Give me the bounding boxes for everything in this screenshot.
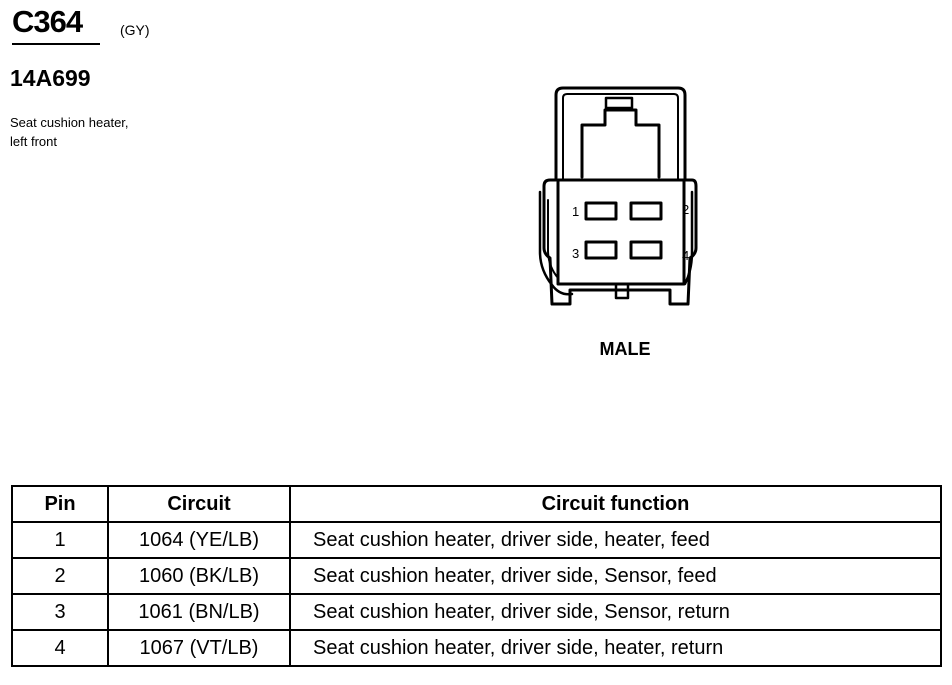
pin-label-1: 1 — [572, 204, 579, 219]
right-bracket — [683, 190, 694, 286]
pin-cavity-3 — [584, 240, 618, 260]
part-number: 14A699 — [10, 65, 91, 91]
cell-function: Seat cushion heater, driver side, Sensor… — [289, 593, 942, 631]
connector-id: C364 — [12, 4, 83, 39]
cell-pin: 2 — [11, 557, 109, 595]
connector-color: (GY) — [120, 22, 150, 38]
connector-face — [556, 178, 686, 286]
left-bracket-inner — [547, 199, 559, 279]
pin-cavity-1 — [584, 201, 618, 221]
locking-latch — [580, 108, 661, 179]
pin-label-3: 3 — [572, 246, 579, 261]
header-pin: Pin — [11, 485, 109, 523]
cell-pin: 1 — [11, 521, 109, 559]
left-bracket — [538, 190, 574, 296]
cell-function: Seat cushion heater, driver side, Sensor… — [289, 557, 942, 595]
table-row: 3 1061 (BN/LB) Seat cushion heater, driv… — [11, 593, 942, 631]
description-line-1: Seat cushion heater, — [10, 115, 129, 130]
header-circuit: Circuit — [107, 485, 291, 523]
connector-description: Seat cushion heater, left front — [10, 113, 129, 151]
connector-id-underline — [12, 43, 100, 45]
cell-function: Seat cushion heater, driver side, heater… — [289, 629, 942, 667]
table-row: 1 1064 (YE/LB) Seat cushion heater, driv… — [11, 521, 942, 559]
latch-tab — [604, 96, 634, 110]
cell-circuit: 1067 (VT/LB) — [107, 629, 291, 667]
table-row: 2 1060 (BK/LB) Seat cushion heater, driv… — [11, 557, 942, 595]
cell-circuit: 1061 (BN/LB) — [107, 593, 291, 631]
cell-circuit: 1064 (YE/LB) — [107, 521, 291, 559]
header-circuit-function: Circuit function — [289, 485, 942, 523]
pin-label-4: 4 — [682, 248, 689, 263]
table-header-row: Pin Circuit Circuit function — [11, 485, 942, 523]
housing-outer — [542, 86, 698, 306]
connector-gender: MALE — [599, 339, 651, 359]
cell-function: Seat cushion heater, driver side, heater… — [289, 521, 942, 559]
cell-pin: 3 — [11, 593, 109, 631]
pin-cavity-2 — [629, 201, 663, 221]
bottom-key — [614, 282, 630, 300]
pin-cavity-4 — [629, 240, 663, 260]
cell-pin: 4 — [11, 629, 109, 667]
pin-table: Pin Circuit Circuit function 1 1064 (YE/… — [11, 485, 942, 667]
pin-label-2: 2 — [682, 202, 689, 217]
cell-circuit: 1060 (BK/LB) — [107, 557, 291, 595]
table-row: 4 1067 (VT/LB) Seat cushion heater, driv… — [11, 629, 942, 667]
connector-face-diagram: 1 2 3 4 — [538, 86, 698, 306]
housing-inner — [562, 93, 679, 181]
description-line-2: left front — [10, 134, 57, 149]
